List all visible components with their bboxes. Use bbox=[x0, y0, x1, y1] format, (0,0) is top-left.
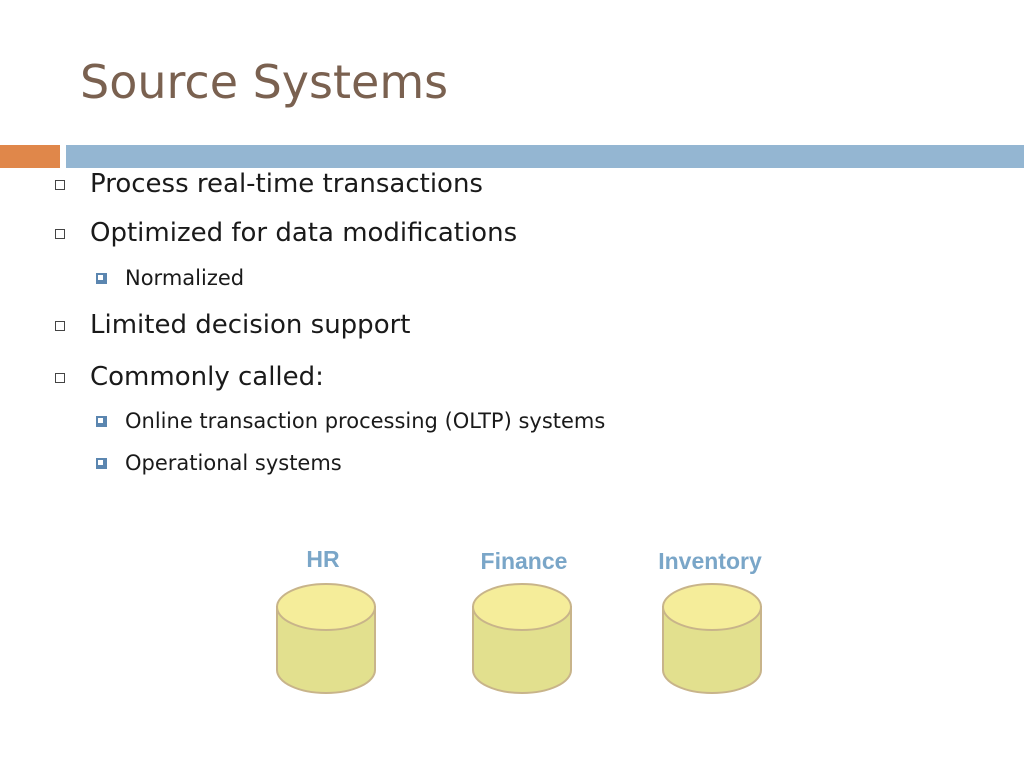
database-label-inventory: Inventory bbox=[658, 548, 762, 574]
filled-square-bullet-icon bbox=[96, 458, 107, 469]
bullet-text: Commonly called: bbox=[90, 362, 324, 392]
database-icon bbox=[472, 583, 572, 694]
bullet-text: Limited decision support bbox=[90, 310, 411, 340]
database-icon bbox=[276, 583, 376, 694]
database-label-finance: Finance bbox=[480, 548, 568, 574]
title-divider-bar bbox=[66, 145, 1024, 168]
square-bullet-icon bbox=[55, 180, 65, 190]
square-bullet-icon bbox=[55, 229, 65, 239]
sub-bullet-text: Operational systems bbox=[125, 451, 342, 475]
sub-bullet-text: Normalized bbox=[125, 266, 245, 290]
filled-square-bullet-icon bbox=[96, 416, 107, 427]
square-bullet-icon bbox=[55, 321, 65, 331]
bullet-text: Optimized for data modifications bbox=[90, 218, 518, 248]
database-label-hr: HR bbox=[306, 546, 340, 572]
slide-title: Source Systems bbox=[80, 55, 449, 109]
database-icon bbox=[662, 583, 762, 694]
sub-bullet-text: Online transaction processing (OLTP) sys… bbox=[125, 409, 606, 433]
filled-square-bullet-icon bbox=[96, 273, 107, 284]
bullet-text: Process real-time transactions bbox=[90, 169, 483, 199]
square-bullet-icon bbox=[55, 373, 65, 383]
title-accent-bar bbox=[0, 145, 60, 168]
